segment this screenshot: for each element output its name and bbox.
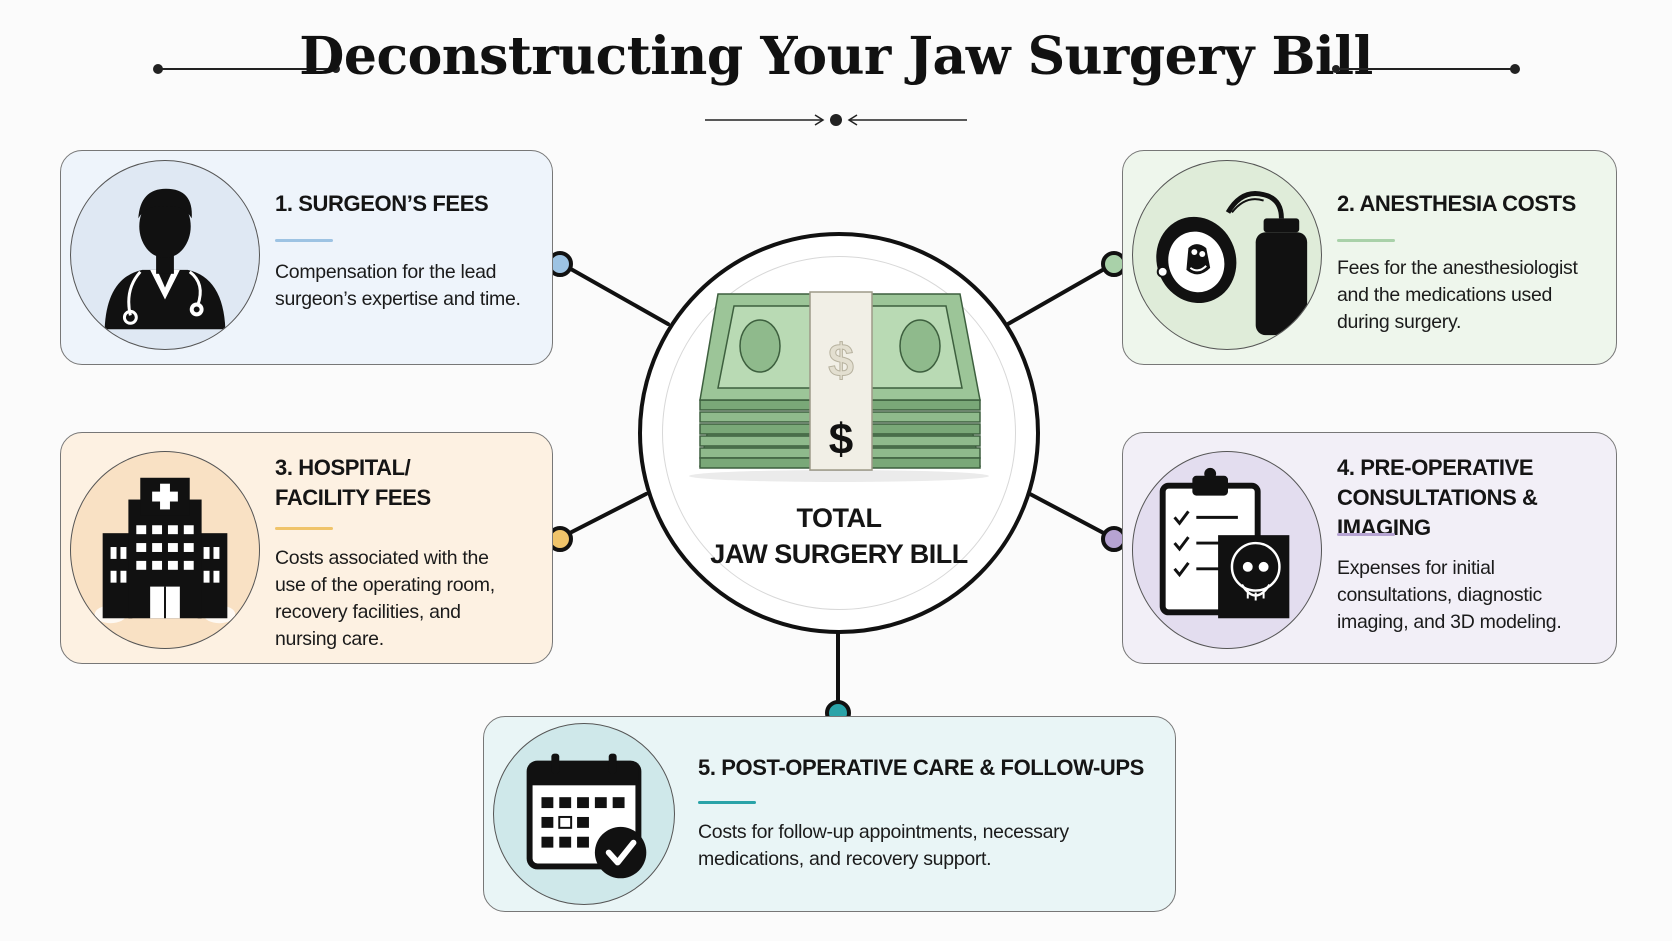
card-2-description: Fees for the anesthesiologist and the me… (1337, 255, 1612, 336)
card-1-desc-line: Compensation for the lead (275, 261, 497, 283)
card-3-desc-line: use of the operating room, (275, 574, 495, 596)
card-1-title: 1. SURGEON’S FEES (275, 189, 545, 219)
card-3-desc-line: recovery facilities, and (275, 601, 461, 623)
calendar-check-icon (526, 753, 647, 879)
card-5-title: 5. POST-OPERATIVE CARE & FOLLOW-UPS (698, 753, 1168, 783)
card-4-description: Expenses for initial consultations, diag… (1337, 555, 1612, 636)
card-3-desc-line: nursing care. (275, 628, 384, 650)
total-bill-line1: TOTAL (796, 503, 883, 533)
card-3-accent (275, 527, 333, 530)
title-rule-left-inner-dot (332, 65, 340, 73)
card-2-desc-line: during surgery. (1337, 311, 1462, 333)
title-rule-right-dot (1510, 64, 1520, 74)
card-5-accent (698, 801, 756, 804)
total-bill-hub: $ $ TOTAL JAW SURGERY BILL (638, 232, 1040, 634)
card-anesthesia-costs: 2. ANESTHESIA COSTS Fees for the anesthe… (1122, 150, 1617, 365)
card-2-accent (1337, 239, 1395, 242)
total-bill-line2: JAW SURGERY BILL (710, 539, 968, 569)
title-rule-right (1336, 68, 1514, 70)
card-1-accent (275, 239, 333, 242)
card-5-title-line: 5. POST-OPERATIVE CARE & FOLLOW-UPS (698, 755, 1144, 780)
svg-text:$: $ (828, 334, 854, 386)
total-bill-label: TOTAL JAW SURGERY BILL (642, 500, 1036, 572)
hospital-building-icon (94, 477, 236, 624)
card-2-title-line: 2. ANESTHESIA COSTS (1337, 191, 1576, 216)
card-3-title-line: 3. HOSPITAL/ (275, 455, 411, 480)
card-4-desc-line: imaging, and 3D modeling. (1337, 611, 1562, 633)
card-1-title-line: 1. SURGEON’S FEES (275, 191, 489, 216)
card-4-accent (1337, 533, 1395, 536)
card-4-title-line: CONSULTATIONS & IMAGING (1337, 485, 1538, 540)
card-2-desc-line: and the medications used (1337, 284, 1553, 306)
card-pre-operative: 4. PRE-OPERATIVE CONSULTATIONS & IMAGING… (1122, 432, 1617, 664)
title-ornament (705, 114, 967, 126)
doctor-icon (104, 188, 226, 330)
anesthesia-icon-circle (1132, 160, 1322, 350)
card-post-operative: 5. POST-OPERATIVE CARE & FOLLOW-UPS Cost… (483, 716, 1176, 912)
preop-icon-circle (1132, 451, 1322, 649)
card-1-desc-line: surgeon’s expertise and time. (275, 288, 521, 310)
money-stack-icon: $ $ (689, 291, 989, 482)
card-4-desc-line: consultations, diagnostic (1337, 584, 1542, 606)
card-5-description: Costs for follow-up appointments, necess… (698, 819, 1168, 873)
title-rule-left (158, 68, 336, 70)
postop-icon-circle (493, 723, 675, 905)
card-1-description: Compensation for the lead surgeon’s expe… (275, 259, 551, 313)
card-3-title: 3. HOSPITAL/ FACILITY FEES (275, 453, 545, 513)
hub-inner-ring (662, 256, 1016, 610)
svg-text:$: $ (829, 415, 853, 464)
card-3-desc-line: Costs associated with the (275, 547, 489, 569)
card-4-title-line: 4. PRE-OPERATIVE (1337, 455, 1534, 480)
card-4-title: 4. PRE-OPERATIVE CONSULTATIONS & IMAGING (1337, 453, 1612, 543)
hospital-icon-circle (70, 451, 260, 649)
clipboard-xray-icon (1159, 467, 1290, 619)
card-3-title-line: FACILITY FEES (275, 485, 431, 510)
card-2-desc-line: Fees for the anesthesiologist (1337, 257, 1578, 279)
card-5-desc-line: Costs for follow-up appointments, necess… (698, 821, 1069, 843)
page-title: Deconstructing Your Jaw Surgery Bill (299, 26, 1373, 87)
surgeon-icon-circle (70, 160, 260, 350)
title-block: Deconstructing Your Jaw Surgery Bill (0, 24, 1672, 134)
card-surgeons-fees: 1. SURGEON’S FEES Compensation for the l… (60, 150, 553, 365)
card-2-title: 2. ANESTHESIA COSTS (1337, 189, 1612, 219)
card-4-desc-line: Expenses for initial (1337, 557, 1495, 579)
card-5-desc-line: medications, and recovery support. (698, 848, 992, 870)
card-3-description: Costs associated with the use of the ope… (275, 545, 551, 653)
card-hospital-facility-fees: 3. HOSPITAL/ FACILITY FEES Costs associa… (60, 432, 553, 664)
anesthesia-mask-icon (1156, 191, 1308, 336)
